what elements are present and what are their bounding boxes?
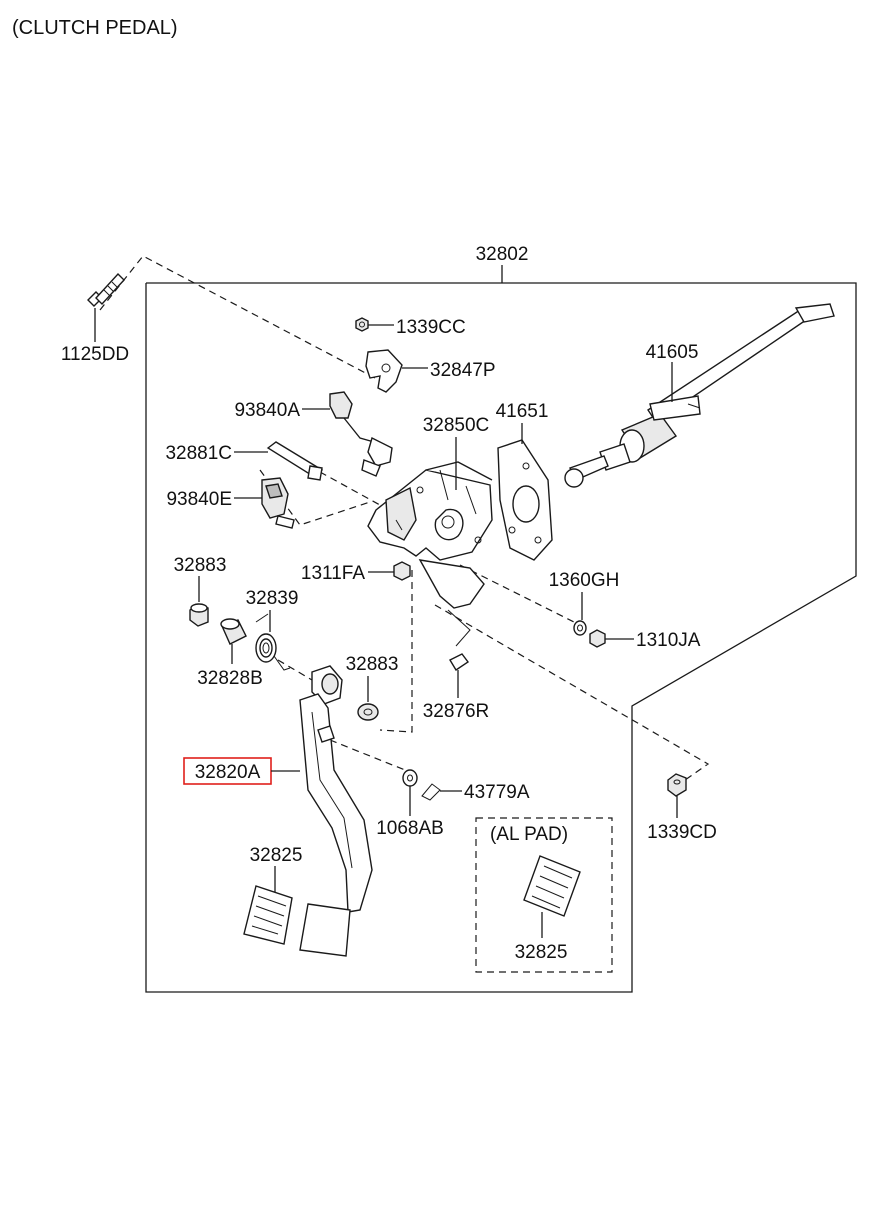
label-1310JA[interactable]: 1310JA	[636, 630, 701, 651]
nut-1339CC[interactable]	[355, 317, 394, 332]
master-cylinder-41605[interactable]	[564, 303, 835, 488]
label-41651[interactable]: 41651	[496, 401, 549, 422]
label-1068AB[interactable]: 1068AB	[376, 818, 444, 839]
washer-1360GH[interactable]	[573, 592, 587, 636]
nut-1311FA[interactable]	[368, 561, 411, 581]
label-93840A[interactable]: 93840A	[234, 400, 300, 421]
gasket-41651[interactable]	[497, 423, 553, 561]
label-1125DD[interactable]: 1125DD	[61, 344, 129, 365]
label-32881C[interactable]: 32881C	[165, 443, 232, 464]
label-32850C[interactable]: 32850C	[423, 415, 490, 436]
label-32876R[interactable]: 32876R	[423, 701, 490, 722]
label-32883-upper[interactable]: 32883	[174, 555, 227, 576]
pedal-pad-32825-al[interactable]	[523, 855, 581, 938]
label-41605[interactable]: 41605	[646, 342, 699, 363]
clip-43779A[interactable]	[421, 783, 462, 801]
label-32839[interactable]: 32839	[246, 588, 299, 609]
label-43779A[interactable]: 43779A	[464, 782, 530, 803]
inset-title: (AL PAD)	[490, 824, 568, 845]
highlight-32820A[interactable]: 32820A	[183, 757, 300, 785]
bolt-1125DD[interactable]	[87, 272, 125, 342]
assembly-outline	[145, 282, 857, 993]
label-32847P[interactable]: 32847P	[430, 360, 496, 381]
washer-1068AB[interactable]	[402, 769, 418, 816]
bushing-32883-lower[interactable]	[357, 676, 379, 721]
spring-32839[interactable]	[255, 610, 291, 671]
switch-93840A[interactable]	[302, 391, 393, 477]
bracket-32850C[interactable]	[367, 437, 493, 609]
label-32802[interactable]: 32802	[476, 244, 529, 265]
nut-1339CD[interactable]	[667, 773, 687, 818]
label-1339CD[interactable]: 1339CD	[647, 822, 717, 843]
label-32820A[interactable]: 32820A	[195, 762, 261, 783]
label-32825-left[interactable]: 32825	[250, 845, 303, 866]
stopper-32876R[interactable]	[447, 609, 471, 698]
label-1360GH[interactable]: 1360GH	[549, 570, 620, 591]
label-93840E[interactable]: 93840E	[166, 489, 232, 510]
label-32883-lower[interactable]: 32883	[346, 654, 399, 675]
label-32825-al[interactable]: 32825	[515, 942, 568, 963]
bracket-32847P[interactable]	[365, 349, 428, 393]
label-1339CC[interactable]: 1339CC	[396, 317, 466, 338]
nut-1310JA[interactable]	[589, 629, 634, 648]
pedal-pad-32825-left[interactable]	[243, 866, 293, 945]
label-1311FA[interactable]: 1311FA	[301, 563, 365, 584]
bushing-32883-upper[interactable]	[189, 576, 209, 627]
label-32828B[interactable]: 32828B	[197, 668, 263, 689]
pedal-arm-32820A[interactable]	[299, 665, 373, 957]
pin-32881C[interactable]	[234, 441, 324, 481]
sensor-93840E[interactable]	[234, 477, 295, 529]
bushing-32828B[interactable]	[220, 618, 247, 664]
diagram-title: (CLUTCH PEDAL)	[12, 17, 178, 39]
